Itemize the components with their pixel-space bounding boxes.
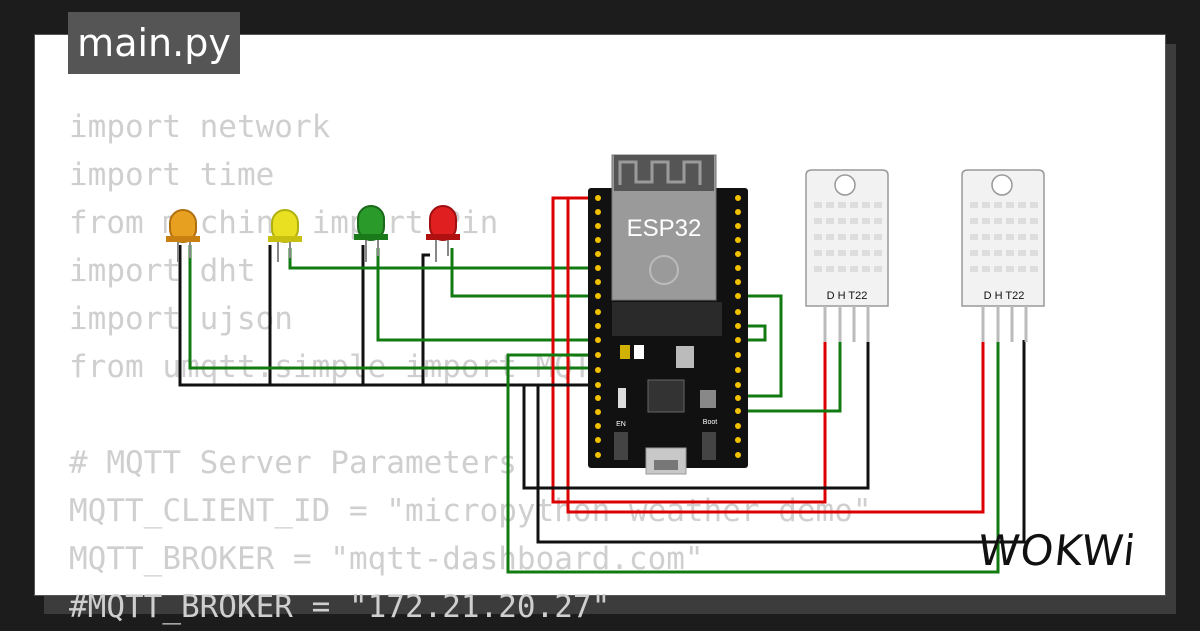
dht22-sensor-2[interactable]: D H T22 — [961, 169, 1045, 342]
wire-black — [522, 340, 870, 490]
boot-button[interactable] — [702, 432, 716, 460]
wire-green — [450, 248, 783, 398]
file-tab[interactable]: main.py — [68, 12, 240, 74]
led-orange[interactable] — [166, 209, 200, 262]
code-line: import dht — [69, 253, 256, 289]
led-green[interactable] — [354, 205, 388, 262]
led-yellow[interactable] — [268, 209, 302, 262]
esp32-board[interactable]: ESP32 EN Boot — [588, 154, 748, 475]
wire-black — [421, 253, 430, 385]
wire-green — [188, 245, 598, 370]
dht22-sensor-1[interactable]: D H T22 — [805, 169, 889, 342]
sensor-label: D H T22 — [827, 290, 868, 302]
en-label: EN — [616, 421, 626, 428]
wokwi-logo: WOKWi — [975, 526, 1139, 575]
code-line: import ujson — [69, 301, 293, 337]
sensor-label: D H T22 — [984, 290, 1025, 302]
code-line: #MQTT_BROKER = "172.21.20.27" — [69, 589, 611, 625]
board-label: ESP32 — [627, 215, 702, 242]
code-line: # MQTT Server Parameters — [69, 445, 517, 481]
wire-green — [738, 340, 842, 413]
wire-red — [566, 196, 985, 514]
wire-black — [178, 245, 598, 387]
wire-green — [376, 248, 767, 342]
wire-green — [506, 340, 1000, 574]
code-line: import time — [69, 157, 275, 193]
boot-label: Boot — [703, 419, 717, 426]
code-line: import network — [69, 109, 331, 145]
espressif-logo-icon — [649, 255, 679, 285]
en-button[interactable] — [614, 432, 628, 460]
left-pin-header — [595, 195, 601, 458]
led-red[interactable] — [426, 205, 460, 262]
right-pin-header — [735, 195, 741, 458]
